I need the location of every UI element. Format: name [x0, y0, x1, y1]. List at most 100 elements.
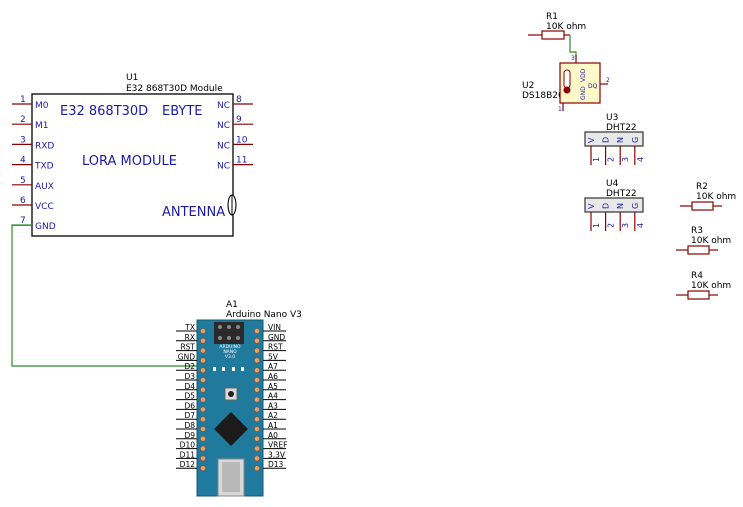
mcu-chip: [214, 412, 248, 446]
u1-pin-name: AUX: [35, 182, 54, 192]
board-text-1: ARDUINO: [219, 344, 241, 350]
a1-pin-hole: [254, 455, 260, 462]
a1-pin-label: D7: [184, 411, 195, 420]
u4-pin-name: N: [616, 203, 625, 209]
a1-pin-label: D13: [268, 460, 284, 469]
gnd-wire[interactable]: [11, 224, 200, 367]
a1-pin-hole: [254, 416, 260, 423]
u2-pin-dq: DQ: [588, 83, 598, 90]
a1-pin-label: 5V: [268, 352, 279, 361]
a1-pin-hole: [254, 347, 260, 354]
a1-pin-hole: [200, 386, 206, 393]
a1-arduino-nano[interactable]: A1 Arduino Nano V3 ARDUINO NANO V3.0 TXR…: [176, 300, 302, 497]
u1-pin-number: 5: [20, 176, 26, 186]
u2-ds18b20[interactable]: U2 DS18B20 3 2 1 GND VDD DQ: [522, 55, 610, 113]
a1-pin-hole: [200, 455, 206, 462]
a1-pin-hole: [254, 435, 260, 442]
r2-resistor[interactable]: R2 10K ohm: [680, 182, 736, 211]
a1-pin-hole: [200, 465, 206, 472]
a1-pin-hole: [200, 416, 206, 423]
r3-body: [687, 245, 710, 255]
u3-pin-name: D: [602, 137, 611, 143]
a1-pin-label: D6: [184, 401, 195, 410]
u1-pin-name: NC: [217, 101, 230, 111]
u2-value: DS18B20: [522, 91, 564, 101]
a1-pin-label: D9: [184, 431, 195, 440]
u3-ref: U3: [606, 113, 618, 123]
a1-pin-hole: [254, 337, 260, 344]
a1-pin-hole: [200, 367, 206, 374]
u1-pin-number: 6: [20, 196, 26, 206]
u4-body: [584, 197, 644, 213]
u4-pin-number: 4: [636, 223, 645, 228]
u4-pin-number: 3: [621, 223, 630, 228]
u1-antenna-label: ANTENNA: [162, 205, 225, 220]
a1-pin-hole: [200, 396, 206, 403]
a1-pin-label: D12: [180, 460, 196, 469]
u2-pin1-num: 1: [558, 106, 562, 113]
a1-pin-label: D11: [180, 450, 196, 459]
a1-pin-hole: [254, 386, 260, 393]
a1-pin-label: D2: [184, 362, 195, 371]
u1-pin-name: VCC: [35, 202, 54, 212]
a1-pin-hole: [254, 357, 260, 364]
a1-pin-hole: [254, 445, 260, 452]
r1-resistor[interactable]: R1 10K ohm: [528, 12, 586, 40]
a1-pin-holes: [200, 328, 260, 472]
a1-pin-label: 3.3V: [268, 450, 286, 459]
r3-resistor[interactable]: R3 10K ohm: [676, 226, 731, 255]
u4-ref: U4: [606, 179, 619, 189]
r4-ref: R4: [691, 271, 703, 281]
a1-pin-hole: [200, 337, 206, 344]
u1-pin-number: 3: [20, 135, 26, 145]
u3-value: DHT22: [606, 123, 637, 133]
a1-pin-label: GND: [178, 352, 195, 361]
r1-ref: R1: [546, 12, 558, 22]
a1-pin-label: D10: [180, 441, 196, 450]
u1-pin-number: 11: [236, 156, 247, 166]
u4-value: DHT22: [606, 189, 637, 199]
a1-pin-label: RX: [185, 333, 195, 342]
r4-value: 10K ohm: [691, 281, 731, 291]
a1-pin-hole: [254, 396, 260, 403]
u2-pin-gnd: GND: [580, 86, 587, 100]
u2-pin2-num: 2: [606, 77, 610, 84]
u2-pin-vdd: VDD: [580, 68, 587, 82]
r4-body: [687, 290, 710, 300]
u1-pin-number: 4: [20, 156, 26, 166]
u1-pin-name: M0: [35, 101, 49, 111]
thermometer-bulb: [563, 86, 571, 94]
u1-pin-name: NC: [217, 141, 230, 151]
a1-pin-hole: [200, 445, 206, 452]
u1-pin-number: 7: [20, 216, 26, 226]
a1-pin-label: VREF: [268, 441, 287, 450]
u1-pin-name: TXD: [34, 162, 54, 172]
r3-value: 10K ohm: [691, 236, 731, 246]
u4-pin-name: V: [587, 203, 596, 209]
r4-resistor[interactable]: R4 10K ohm: [676, 271, 731, 300]
r2-value: 10K ohm: [696, 192, 736, 202]
a1-pin-label: D8: [184, 421, 195, 430]
u1-lora-module[interactable]: U1 E32 868T30D Module E32 868T30D EBYTE …: [12, 73, 253, 237]
u1-pin-name: NC: [217, 162, 230, 172]
a1-pin-hole: [254, 328, 260, 334]
a1-pin-label: D4: [184, 382, 195, 391]
u4-pin-number: 2: [607, 223, 616, 228]
u3-pin-number: 3: [621, 157, 630, 162]
u2-pin3-num: 3: [571, 55, 575, 62]
u1-pin-name: GND: [35, 222, 56, 232]
a1-pin-label: A4: [268, 392, 278, 401]
u1-part-label: E32 868T30D: [60, 104, 148, 119]
a1-pin-label: A1: [268, 421, 278, 430]
u1-pin-number: 1: [20, 95, 26, 105]
a1-pin-label: A7: [268, 362, 278, 371]
u1-brand: EBYTE: [162, 104, 203, 119]
a1-pin-hole: [254, 465, 260, 472]
u1-value: E32 868T30D Module: [126, 84, 223, 94]
